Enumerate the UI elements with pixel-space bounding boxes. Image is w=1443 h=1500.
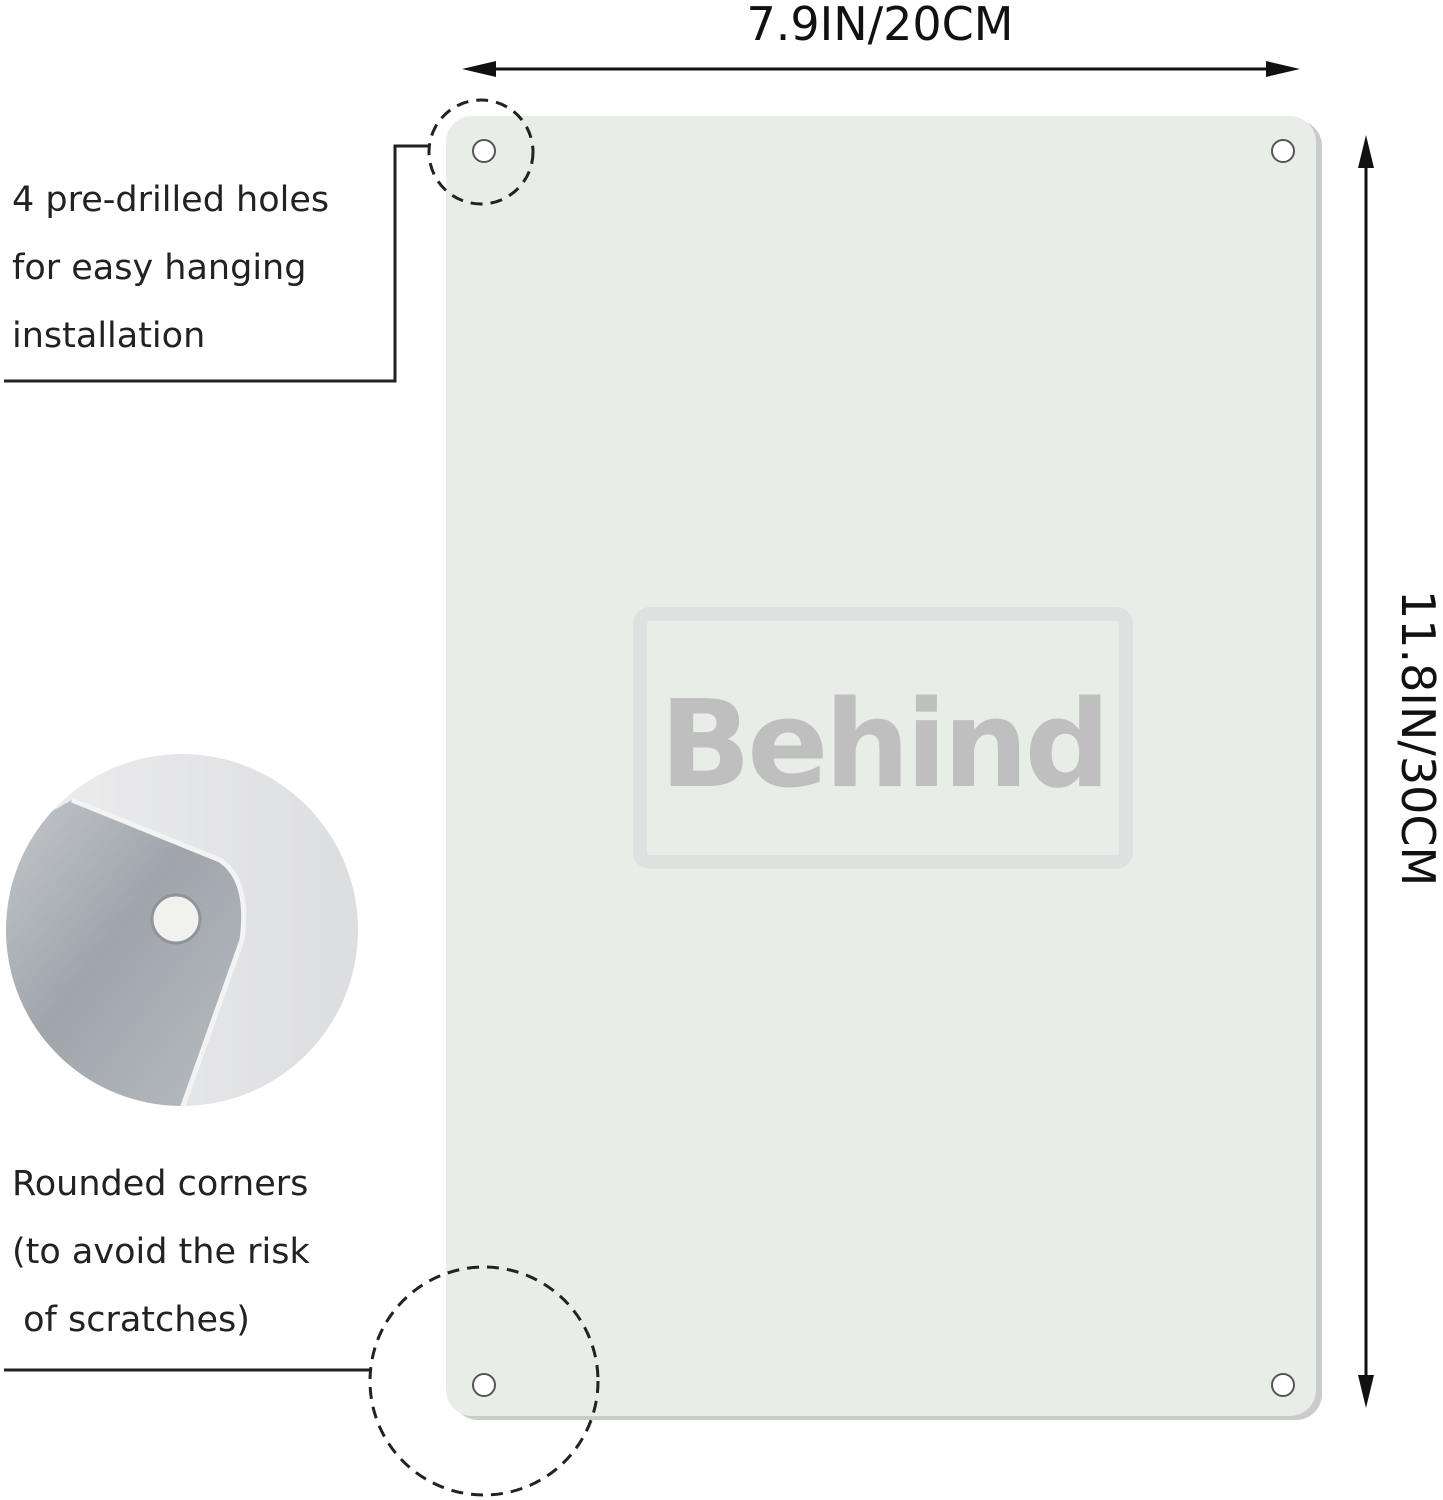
- corner-dashed-circle-icon: [368, 1265, 600, 1497]
- mounting-hole-icon: [472, 139, 1295, 1397]
- plate-title: Behind: [659, 675, 1111, 815]
- height-dimension-label: 11.8IN/30CM: [1391, 590, 1443, 887]
- width-dimension-arrow-icon: [462, 61, 1300, 77]
- width-dimension-label: 7.9IN/20CM: [746, 0, 1014, 51]
- corners-callout: Rounded corners (to avoid the risk of sc…: [12, 1150, 372, 1354]
- holes-callout-line: for easy hanging: [12, 248, 307, 288]
- holes-callout-line: 4 pre-drilled holes: [12, 180, 330, 220]
- holes-callout-line: installation: [12, 316, 206, 356]
- holes-dashed-circle-icon: [427, 98, 535, 206]
- corners-callout-line: Rounded corners: [12, 1164, 309, 1204]
- holes-callout: 4 pre-drilled holes for easy hanging ins…: [12, 166, 392, 370]
- corners-callout-line: of scratches): [12, 1300, 250, 1340]
- corners-callout-line: (to avoid the risk: [12, 1232, 310, 1272]
- holes-leader-line: [4, 144, 429, 383]
- corner-detail-image: [6, 754, 358, 1106]
- sign-plate: [446, 116, 1322, 1420]
- height-dimension-arrow-icon: [1358, 135, 1374, 1408]
